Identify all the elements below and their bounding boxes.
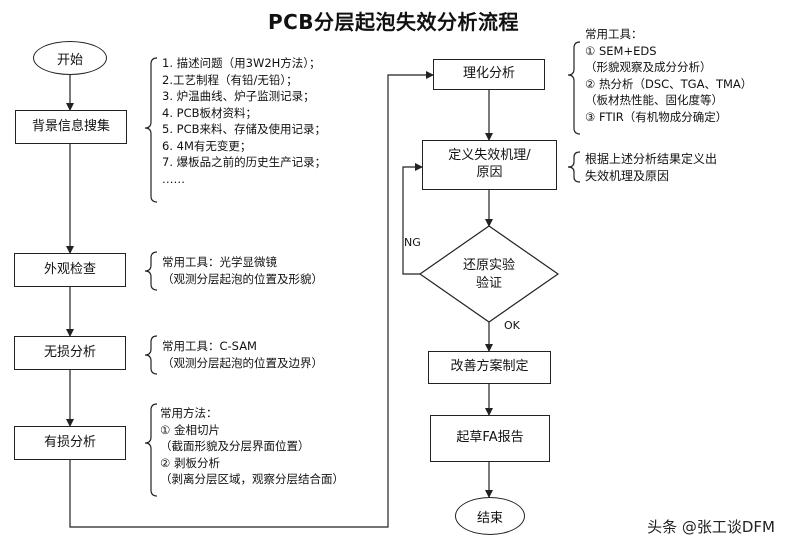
nondestructive-notes: 常用工具：C-SAM （观测分层起泡的位置及边界） xyxy=(162,339,323,370)
define-mechanism-box: 定义失效机理/ 原因 xyxy=(422,140,557,190)
end-node: 结束 xyxy=(455,497,525,535)
decision-diamond xyxy=(418,225,560,323)
destructive-analysis-box: 有损分析 xyxy=(14,426,126,460)
watermark: 头条 @张工谈DFM xyxy=(647,518,775,536)
bracket-nondestructive-notes xyxy=(144,335,158,375)
destructive-notes: 常用方法： ① 金相切片 （截面形貌及分层界面位置） ② 剥板分析 （剥离分层区… xyxy=(160,406,344,486)
arrow-ng-loop xyxy=(402,163,423,275)
bracket-define-notes xyxy=(567,151,581,183)
ok-label: OK xyxy=(504,319,520,332)
page-title: PCB分层起泡失效分析流程 xyxy=(267,10,520,34)
verify-experiment-label: 还原实验 验证 xyxy=(462,258,515,291)
start-node: 开始 xyxy=(33,41,107,75)
nondestructive-analysis-box: 无损分析 xyxy=(14,336,126,370)
improvement-plan-box: 改善方案制定 xyxy=(428,351,551,384)
physchem-notes: 常用工具： ① SEM+EDS （形貌观察及成分分析） ② 热分析（DSC、TG… xyxy=(585,27,753,124)
arrow-destructive-to-physchem xyxy=(69,71,434,528)
visual-inspection-box: 外观检查 xyxy=(14,253,126,287)
bracket-background-notes xyxy=(144,57,158,203)
background-info-box: 背景信息搜集 xyxy=(15,110,127,144)
bracket-visual-notes xyxy=(144,251,158,291)
background-notes: 1. 描述问题（用3W2H方法）； 2.工艺制程（有铅/无铅）； 3. 炉温曲线… xyxy=(162,56,327,186)
ng-label: NG xyxy=(404,236,421,249)
fa-report-box: 起草FA报告 xyxy=(430,415,550,462)
bracket-destructive-notes xyxy=(144,403,158,497)
physchem-analysis-box: 理化分析 xyxy=(433,59,545,90)
visual-notes: 常用工具：光学显微镜 （观测分层起泡的位置及形貌） xyxy=(162,255,323,286)
define-notes: 根据上述分析结果定义出 失效机理及原因 xyxy=(585,152,718,183)
bracket-physchem-notes xyxy=(567,41,581,135)
